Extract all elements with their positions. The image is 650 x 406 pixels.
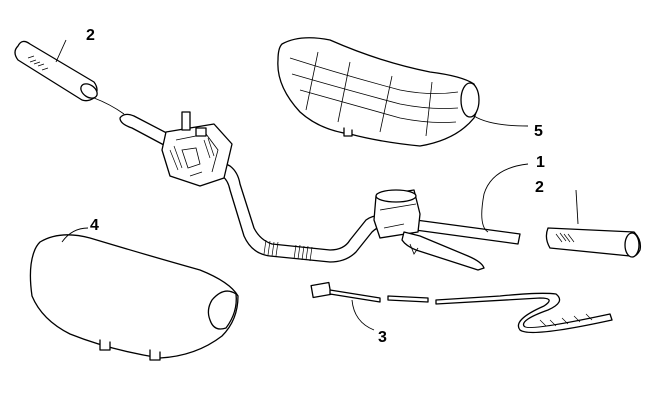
callout-2-left-grip: 2 [86,27,95,44]
handlebar [119,111,521,271]
callout-3-harness: 3 [378,329,387,346]
callout-1-handlebar: 1 [536,154,545,171]
brake-lever [401,231,485,271]
handlebar-pad-lower [29,234,239,361]
callout-4-lower-pad: 4 [90,217,99,234]
wire-harness [310,281,613,334]
switch-housing [161,111,233,187]
handlebar-pad-upper [277,37,480,147]
brake-master-cylinder [373,189,421,239]
grip-right [545,227,642,258]
grip-left [14,40,98,102]
callout-labels: 2 1 2 5 4 3 [86,27,545,346]
knurled-section [263,239,313,262]
callout-5-upper-pad: 5 [534,123,543,140]
leader-lines [55,39,579,331]
callout-2-right-grip: 2 [535,179,544,196]
